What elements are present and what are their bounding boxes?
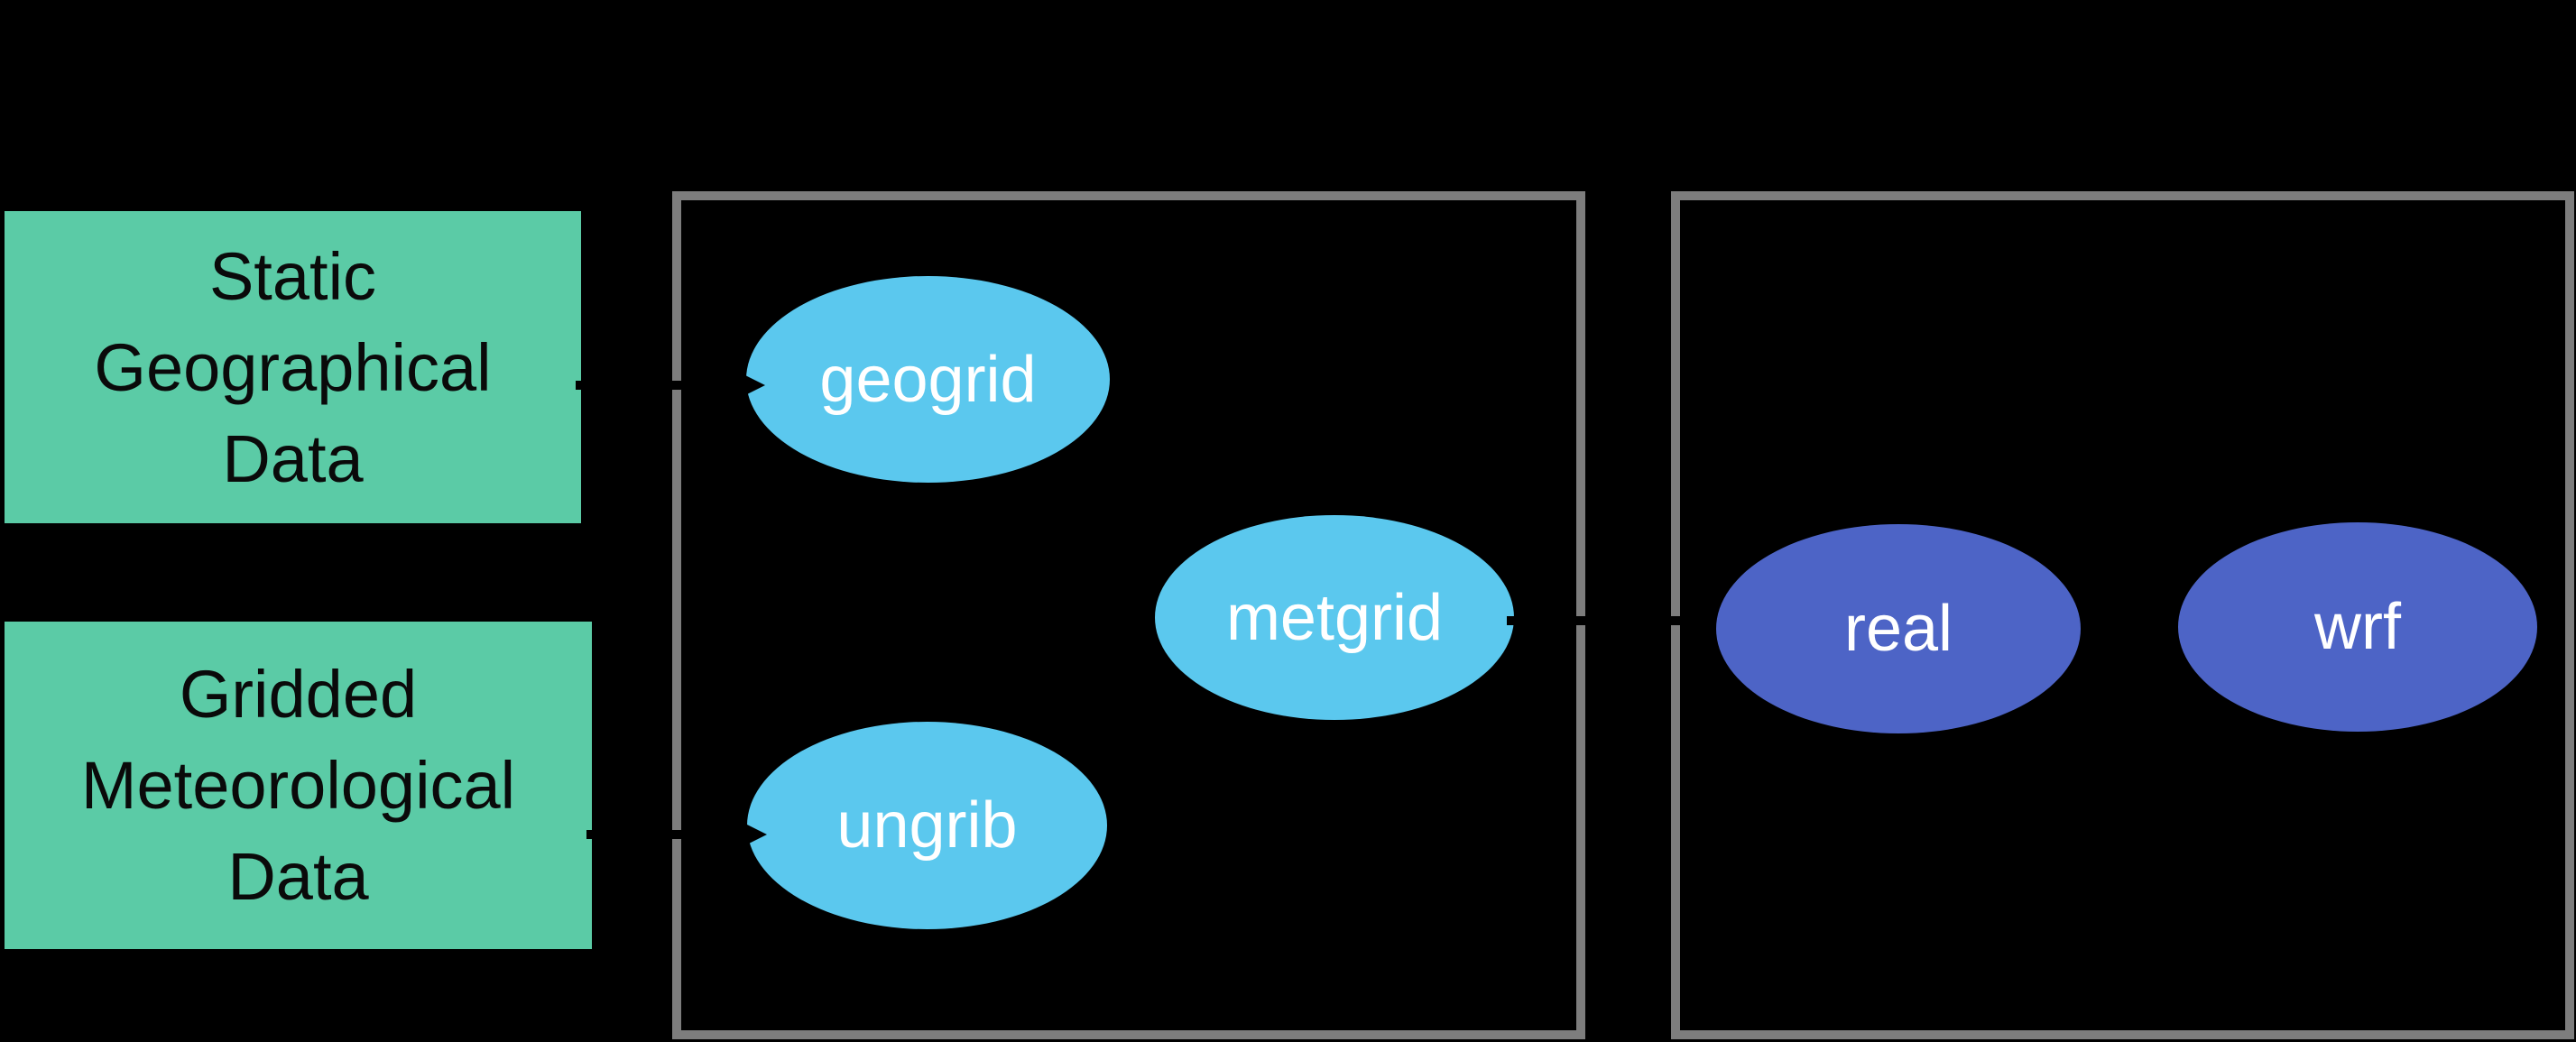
- geogrid-node: geogrid: [746, 276, 1110, 483]
- gridded-box-line-3: Data: [227, 839, 369, 914]
- arrowhead-into-geogrid-icon: [727, 366, 765, 404]
- connector-gridded-to-ungrib: [586, 830, 733, 839]
- arrowhead-into-real-icon: [1680, 602, 1714, 640]
- wrf-label: wrf: [2314, 591, 2401, 663]
- ungrib-node: ungrib: [747, 722, 1107, 929]
- static-box-line-2: Geographical: [94, 329, 492, 405]
- gridded-box-line-2: Meteorological: [80, 748, 516, 823]
- ungrib-label: ungrib: [836, 789, 1018, 862]
- wps-container-box: [672, 191, 1585, 1039]
- static-box-line-1: Static: [208, 238, 377, 314]
- metgrid-label: metgrid: [1225, 581, 1444, 654]
- arrowhead-into-ungrib-icon: [729, 816, 767, 853]
- connector-static-to-geogrid: [576, 381, 733, 390]
- static-box-line-3: Data: [222, 420, 364, 496]
- real-node: real: [1716, 524, 2081, 733]
- real-label: real: [1843, 593, 1953, 665]
- connector-metgrid-to-real: [1507, 616, 1680, 625]
- wrf-model-container-box: [1671, 191, 2574, 1039]
- gridded-meteorological-data-box: Gridded Meteorological Data: [5, 622, 592, 949]
- gridded-box-line-1: Gridded: [179, 657, 418, 732]
- geogrid-label: geogrid: [819, 343, 1037, 416]
- wrf-node: wrf: [2178, 522, 2537, 732]
- static-geographical-data-box: Static Geographical Data: [5, 211, 581, 523]
- metgrid-node: metgrid: [1155, 515, 1514, 720]
